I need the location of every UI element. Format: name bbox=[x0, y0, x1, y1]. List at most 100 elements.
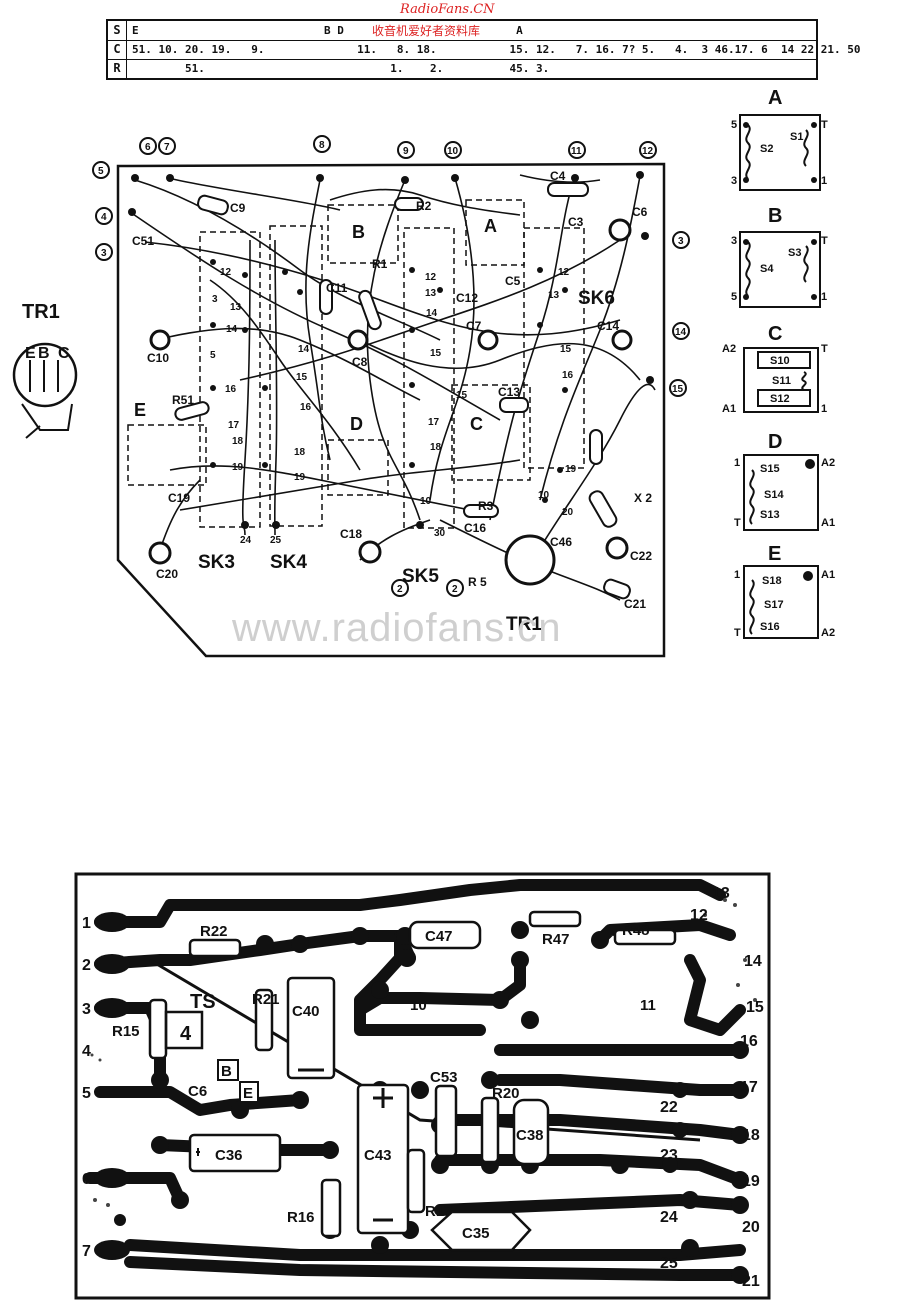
pcb-terminal-left: 5 bbox=[82, 1085, 91, 1102]
resistor-r22 bbox=[188, 938, 242, 958]
trimmer-c20 bbox=[148, 541, 172, 565]
label-c47: C47 bbox=[425, 928, 453, 945]
crystal-x2 bbox=[588, 490, 618, 528]
coil-c-terminal: 1 bbox=[821, 403, 827, 415]
pin-label: 15 bbox=[430, 348, 442, 359]
terminal-label: 9 bbox=[403, 146, 409, 157]
tr1-board-label: TR1 bbox=[506, 614, 542, 635]
transistor-ts4-e-pad bbox=[239, 1081, 259, 1103]
coil-e-box bbox=[743, 565, 819, 639]
pin-label: 19 bbox=[294, 472, 306, 483]
resistor-r1 bbox=[358, 289, 382, 331]
pcb-terminal-right: 22 bbox=[660, 1099, 678, 1116]
capacitor-c13 bbox=[499, 397, 529, 413]
coil-d-terminal: 1 bbox=[734, 457, 740, 469]
label-c4: C4 bbox=[550, 169, 566, 183]
table-row-text: E B D A bbox=[132, 24, 523, 37]
coil-c-box bbox=[743, 347, 819, 413]
tr1-pin-b: B bbox=[38, 345, 50, 362]
terminal-label: 10 bbox=[447, 146, 459, 157]
module-a-label: A bbox=[484, 216, 497, 236]
label-c16: C16 bbox=[464, 521, 486, 535]
tr1-pinout-title: TR1 bbox=[22, 301, 60, 323]
coil-d-box bbox=[743, 454, 819, 531]
label-r16: R16 bbox=[287, 1209, 315, 1226]
terminal-label: 3 bbox=[101, 248, 107, 259]
coil-b-winding: S3 bbox=[788, 247, 801, 259]
module-d-label: D bbox=[350, 414, 363, 434]
pin-label: 17 bbox=[428, 417, 440, 428]
label-r20: R20 bbox=[492, 1085, 520, 1102]
transistor-ts4-outline bbox=[164, 1010, 204, 1050]
socket-sk6-label: SK6 bbox=[578, 288, 615, 309]
label-c3: C3 bbox=[568, 215, 584, 229]
table-row: S E B D A bbox=[108, 21, 816, 41]
label-r51: R51 bbox=[172, 393, 194, 407]
pcb-terminal-right: 17 bbox=[740, 1079, 758, 1096]
coil-c-winding: S12 bbox=[770, 393, 790, 405]
label-r5: R 5 bbox=[468, 575, 487, 589]
capacitor-c14-body bbox=[589, 429, 603, 465]
terminal-label: 7 bbox=[164, 142, 170, 153]
trimmer-c14 bbox=[611, 329, 633, 351]
capacitor-c36 bbox=[188, 1133, 282, 1173]
coil-b-terminal: 3 bbox=[731, 235, 737, 247]
module-c-outline bbox=[451, 384, 531, 481]
table-row-text: 51. 1. 2. 45. 3. bbox=[132, 62, 550, 75]
label-r15: R15 bbox=[112, 1023, 140, 1040]
socket-sk5-label: SK5 bbox=[402, 566, 439, 587]
pin-label: 16 bbox=[562, 370, 574, 381]
coil-e-terminal: A1 bbox=[821, 569, 835, 581]
label-c8: C8 bbox=[352, 355, 368, 369]
coil-a-terminal: 5 bbox=[731, 119, 737, 131]
coil-b-title: B bbox=[768, 205, 782, 227]
pcb-terminal-right: 25 bbox=[660, 1255, 678, 1272]
label-c13: C13 bbox=[498, 385, 520, 399]
pcb-terminal-left: 2 bbox=[82, 957, 91, 974]
label-c12: C12 bbox=[456, 291, 478, 305]
label-ts-number: 4 bbox=[180, 1023, 192, 1045]
table-row-key: S bbox=[108, 21, 127, 40]
pcb-terminal-right: 21 bbox=[742, 1273, 760, 1290]
label-c6: C6 bbox=[632, 205, 648, 219]
label-r3: R3 bbox=[478, 499, 494, 513]
tr1-pin-e: E bbox=[25, 345, 36, 362]
table-row: C 51. 10. 20. 19. 9. 11. 8. 18. 15. 12. … bbox=[108, 40, 860, 60]
socket-sk3-label: SK3 bbox=[198, 552, 235, 573]
coil-b-box bbox=[739, 231, 821, 308]
module-b-label: B bbox=[352, 222, 365, 242]
pin-label: 15 bbox=[296, 372, 308, 383]
watermark-mid: www.radiofans.cn bbox=[232, 606, 562, 650]
label-c43: C43 bbox=[364, 1147, 392, 1164]
label-c35: C35 bbox=[462, 1225, 490, 1242]
module-e-label: E bbox=[134, 400, 146, 420]
coil-c-terminal: A1 bbox=[722, 403, 736, 415]
capacitor-c53 bbox=[434, 1084, 458, 1158]
pin-label: 12 bbox=[558, 267, 570, 278]
pin-label: 19 bbox=[565, 464, 577, 475]
pin-label: 14 bbox=[226, 324, 238, 335]
pcb-terminal-right: 24 bbox=[660, 1209, 678, 1226]
pin-label: 16 bbox=[225, 384, 237, 395]
terminal-label: 8 bbox=[319, 140, 325, 151]
label-r1: R1 bbox=[372, 257, 388, 271]
pin-label: 18 bbox=[430, 442, 442, 453]
label-c19: C19 bbox=[168, 491, 190, 505]
label-c22: C22 bbox=[630, 549, 652, 563]
socket-sk4-outline bbox=[269, 225, 323, 527]
pin-label: 5 bbox=[210, 350, 216, 361]
coil-b-terminal: 1 bbox=[821, 291, 827, 303]
coil-c-terminal: T bbox=[821, 343, 828, 355]
pin-label: 17 bbox=[228, 420, 240, 431]
terminal-label: 2 bbox=[397, 584, 403, 595]
pcb-terminal-right: 20 bbox=[742, 1219, 760, 1236]
tr1-pin-c: C bbox=[58, 345, 70, 362]
pcb-outline bbox=[74, 872, 771, 1300]
terminal-label: 5 bbox=[98, 166, 104, 177]
label-c21: C21 bbox=[624, 597, 646, 611]
label-c14: C14 bbox=[597, 319, 619, 333]
trimmer-c8 bbox=[347, 329, 369, 351]
